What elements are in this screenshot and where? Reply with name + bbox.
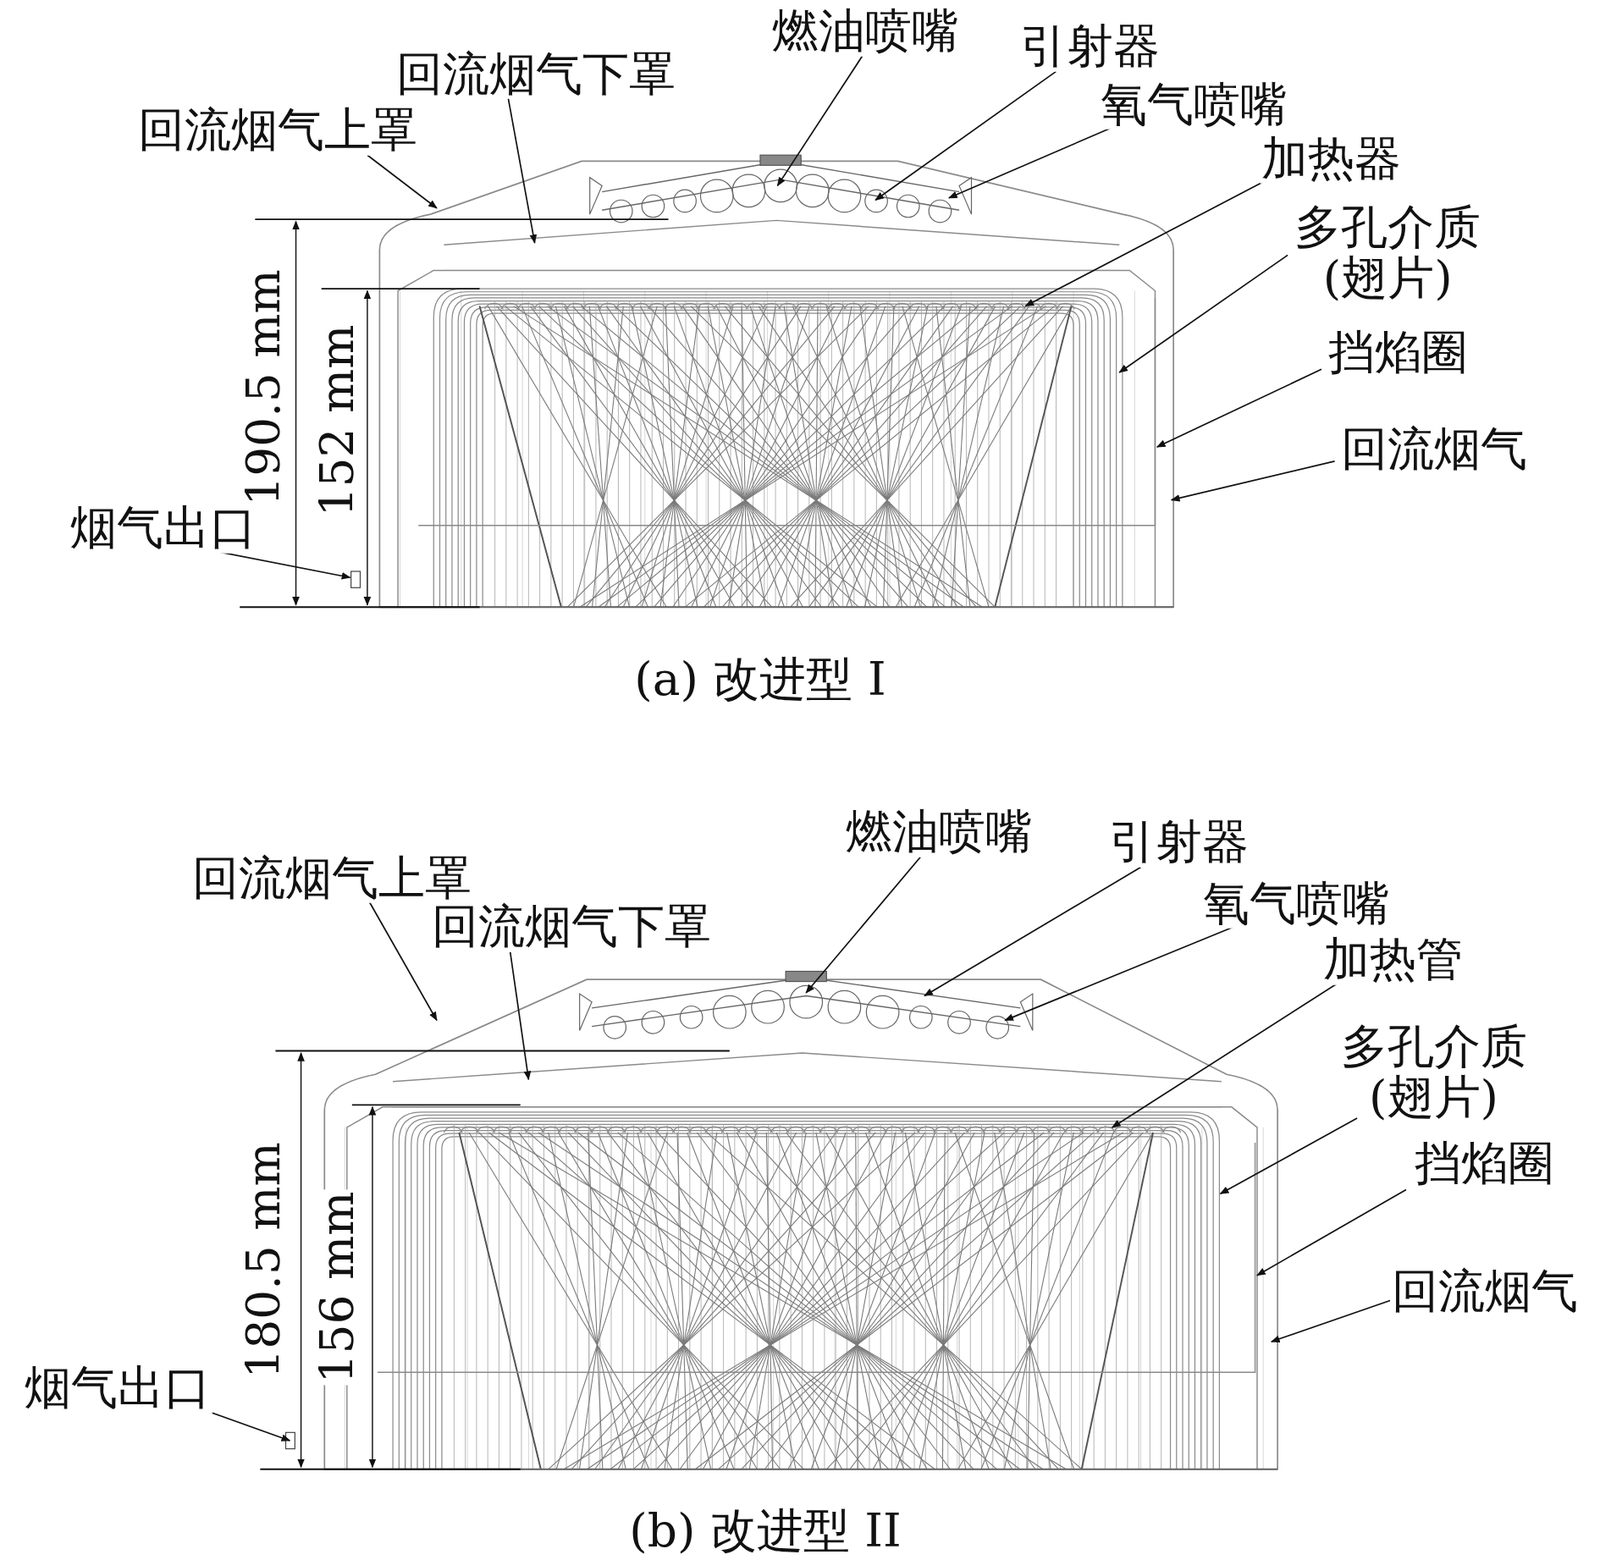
leader-line <box>875 71 1056 200</box>
part-label: 回流烟气 <box>1390 1265 1580 1318</box>
leader-line <box>204 1410 290 1441</box>
leader-line <box>924 867 1142 997</box>
leader-line <box>367 154 437 209</box>
leader-line <box>1257 1189 1407 1275</box>
part-label: 回流烟气上罩 <box>190 851 474 904</box>
leader-line <box>805 857 921 994</box>
leader-line <box>1271 1297 1398 1342</box>
leader-line <box>1112 982 1340 1128</box>
part-label: 回流烟气下罩 <box>430 900 713 953</box>
part-label: 回流烟气下罩 <box>394 48 678 100</box>
leader-line <box>507 98 535 243</box>
leader-line <box>1119 254 1288 373</box>
part-label: 回流烟气上罩 <box>136 104 420 156</box>
part-label: 加热器 <box>1259 132 1403 185</box>
dimension-label: 180.5 mm <box>237 1140 290 1380</box>
leader-line <box>1220 1118 1358 1194</box>
leader-line <box>369 902 437 1021</box>
dimension-label: 156 mm <box>311 1190 364 1386</box>
leader-line <box>1025 175 1275 306</box>
dimension-label: 152 mm <box>311 322 364 519</box>
subfigure-caption: (b) 改进型 II <box>627 1505 904 1557</box>
burner-section <box>204 857 1407 1470</box>
subfigure-caption: (a) 改进型 I <box>632 652 888 705</box>
leader-line <box>1157 369 1322 447</box>
leader-line <box>214 551 350 578</box>
part-label: 挡焰圈 <box>1326 326 1470 379</box>
part-label: 烟气出口 <box>22 1362 213 1414</box>
part-label: 挡焰圈 <box>1412 1137 1556 1190</box>
part-label: 多孔介质 (翅片) <box>1324 1020 1543 1123</box>
part-label: 加热管 <box>1321 933 1465 986</box>
leader-line <box>1004 926 1235 1021</box>
part-label: 氧气喷嘴 <box>1201 877 1391 929</box>
part-label: 引射器 <box>1018 20 1162 72</box>
dimension-label: 190.5 mm <box>237 267 290 508</box>
leader-line <box>510 952 530 1081</box>
leader-line <box>1171 461 1336 501</box>
part-label: 燃油喷嘴 <box>844 805 1034 858</box>
part-label: 引射器 <box>1107 816 1251 868</box>
leader-line <box>948 126 1115 198</box>
part-label: 多孔介质 (翅片) <box>1279 200 1497 304</box>
leader-line <box>777 55 862 186</box>
part-label: 回流烟气 <box>1339 423 1529 475</box>
part-label: 烟气出口 <box>68 502 259 554</box>
part-label: 燃油喷嘴 <box>770 5 960 57</box>
part-label: 氧气喷嘴 <box>1098 78 1289 131</box>
